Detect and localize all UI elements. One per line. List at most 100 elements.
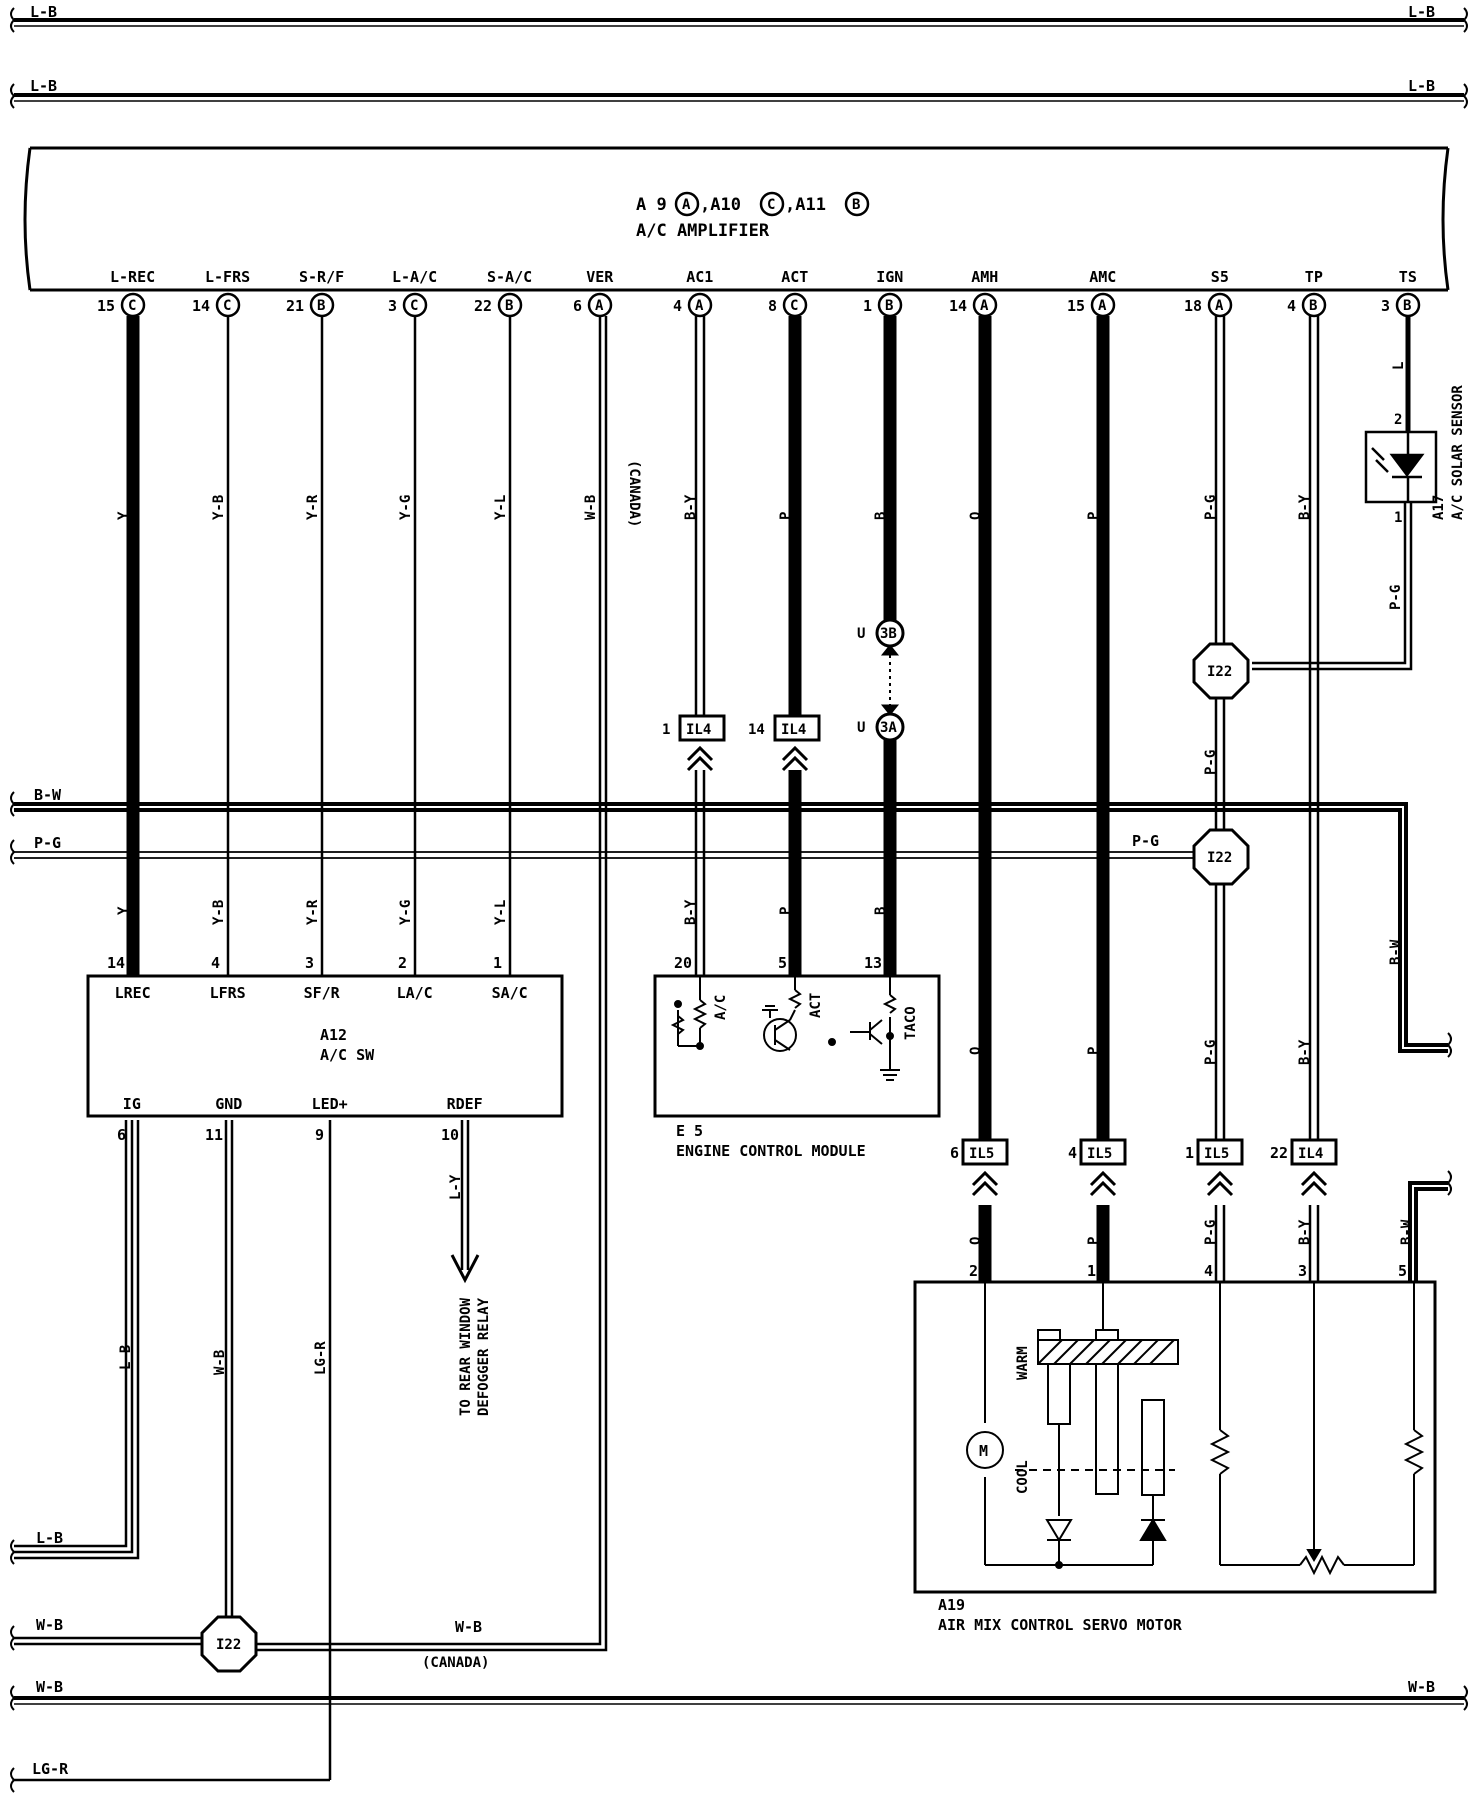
servo-connector-label: IL5: [969, 1146, 994, 1162]
amplifier-terminal-label: TS: [1399, 268, 1417, 286]
bus-pg-right-label: P-G: [1132, 832, 1159, 850]
wire-color-label: B: [873, 907, 889, 915]
servo-connector-arrow: [1300, 1170, 1328, 1197]
servo-cool-label: COOL: [1015, 1460, 1031, 1494]
amplifier-terminal-pin: 14: [949, 297, 967, 315]
wire-solar-out: [1252, 502, 1413, 671]
bus-top-2-label-right: L-B: [1408, 77, 1435, 95]
ver-canada-note: (CANADA): [626, 460, 642, 527]
wire-color-label: LG-R: [313, 1341, 329, 1375]
ac-amplifier-box: [23, 146, 1450, 292]
solar-sensor-pin-2: 2: [1394, 412, 1402, 428]
wire-color-label: B-Y: [1297, 1039, 1313, 1065]
servo-connector-label: IL5: [1087, 1146, 1112, 1162]
amplifier-terminal-label: TP: [1305, 268, 1323, 286]
wire-color-label: B-Y: [683, 899, 699, 925]
svg-text:U: U: [857, 626, 865, 642]
amplifier-connector-letter: C: [790, 298, 798, 314]
svg-text:A: A: [682, 197, 691, 213]
wire-color-label: Y: [116, 511, 132, 520]
connector-il4-act: IL4 14: [748, 714, 821, 772]
ecm-pin-number: 13: [864, 954, 882, 972]
svg-text:U: U: [857, 720, 865, 736]
wire-color-label: L: [1391, 362, 1407, 370]
servo-connector-arrow: [971, 1170, 999, 1197]
amplifier-terminal-label: L-FRS: [205, 268, 250, 286]
amplifier-terminal-pin: 4: [1287, 297, 1296, 315]
wire-color-label: O: [968, 1237, 984, 1245]
servo-id: A19: [938, 1596, 965, 1614]
bus-top-1-label-left: L-B: [30, 3, 57, 21]
ac-switch-pin-label: LREC: [115, 984, 151, 1002]
servo-box: [913, 1280, 1437, 1594]
ac-amplifier-title: A/C AMPLIFIER: [636, 221, 770, 241]
servo-connector-label: IL4: [1298, 1146, 1323, 1162]
bus-lb-bottom-label: L-B: [36, 1529, 63, 1547]
wire-color-label: B-Y: [683, 494, 699, 520]
wire-color-label: B-Y: [1297, 494, 1313, 520]
bus-wb1-canada-note: (CANADA): [422, 1655, 489, 1671]
amplifier-terminal-label: AMH: [971, 268, 998, 286]
amplifier-terminal-label: IGN: [876, 268, 903, 286]
rdef-note-1: TO REAR WINDOW: [458, 1297, 474, 1416]
amplifier-connector-circle: [1207, 292, 1233, 318]
amplifier-terminal-pin: 15: [1067, 297, 1085, 315]
wire-ver: [248, 316, 608, 1652]
bus-lgr-label: LG-R: [32, 1760, 69, 1778]
svg-text:IL4: IL4: [781, 722, 806, 738]
amplifier-terminal-label: AC1: [686, 268, 713, 286]
wire-color-label: B-W: [1399, 1219, 1415, 1245]
ecm-pin-label-taco: TACO: [903, 1006, 919, 1040]
wire-s5: [1214, 316, 1226, 1282]
ac-switch-pin-label: RDEF: [447, 1095, 483, 1113]
wire-color-label: Y-B: [211, 900, 227, 925]
bus-bw-right-label: B-W: [1388, 939, 1404, 965]
bus-wb1-label: W-B: [36, 1616, 63, 1634]
wire-color-label: O: [968, 512, 984, 520]
amplifier-terminal-pin: 22: [474, 297, 492, 315]
amplifier-terminal-pin: 6: [573, 297, 582, 315]
ac-switch-pin-number: 6: [117, 1126, 126, 1144]
connector-il4-ac1: IL4 1: [662, 714, 726, 772]
ac-switch-pin-number: 1: [493, 954, 502, 972]
amplifier-connector-letter: B: [505, 298, 513, 314]
ign-connector-3b: 3B U: [857, 618, 905, 648]
amplifier-terminal-label: ACT: [781, 268, 808, 286]
svg-text:C: C: [767, 197, 775, 213]
amplifier-connector-letter: A: [695, 298, 704, 314]
wire-color-label: Y-L: [493, 495, 509, 520]
ecm-pin-number: 5: [778, 954, 787, 972]
ecm-internal-circuit: [670, 976, 900, 1081]
bus-wb2-label-right: W-B: [1408, 1678, 1435, 1696]
solar-sensor-wire-label: P-G: [1388, 585, 1404, 610]
ign-connector-3a: 3A U: [857, 712, 905, 742]
svg-text:,A11: ,A11: [785, 195, 826, 215]
amplifier-connector-letter: A: [1215, 298, 1224, 314]
servo-connector-box: [961, 1138, 1009, 1166]
wire-color-label: P-G: [1203, 495, 1219, 520]
bus-wb2: [10, 1685, 1468, 1711]
servo-connector-pin: 22: [1270, 1144, 1288, 1162]
svg-text:3B: 3B: [880, 626, 897, 642]
splice-i22-bottom: I22: [200, 1615, 258, 1673]
bus-lgr: [10, 1767, 16, 1793]
bus-pg-label: P-G: [34, 834, 61, 852]
amplifier-terminal-pin: 15: [97, 297, 115, 315]
svg-text:A 9: A 9: [636, 195, 667, 215]
amplifier-connector-letter: A: [595, 298, 604, 314]
svg-text:I22: I22: [1207, 850, 1232, 866]
ac-switch-pin-label: LA/C: [397, 984, 433, 1002]
svg-text:I22: I22: [216, 1637, 241, 1653]
wire-gnd-wb: [224, 1120, 234, 1617]
servo-connector-box: [1196, 1138, 1244, 1166]
servo-pin-number: 1: [1087, 1262, 1096, 1280]
ac-switch-pin-label: SA/C: [492, 984, 528, 1002]
wire-color-label: P: [778, 512, 794, 520]
ac-amplifier-connector-ids: A 9 A ,A10 C ,A11 B: [636, 191, 870, 217]
amplifier-terminal-label: S-A/C: [487, 268, 532, 286]
svg-text:,A10: ,A10: [700, 195, 741, 215]
